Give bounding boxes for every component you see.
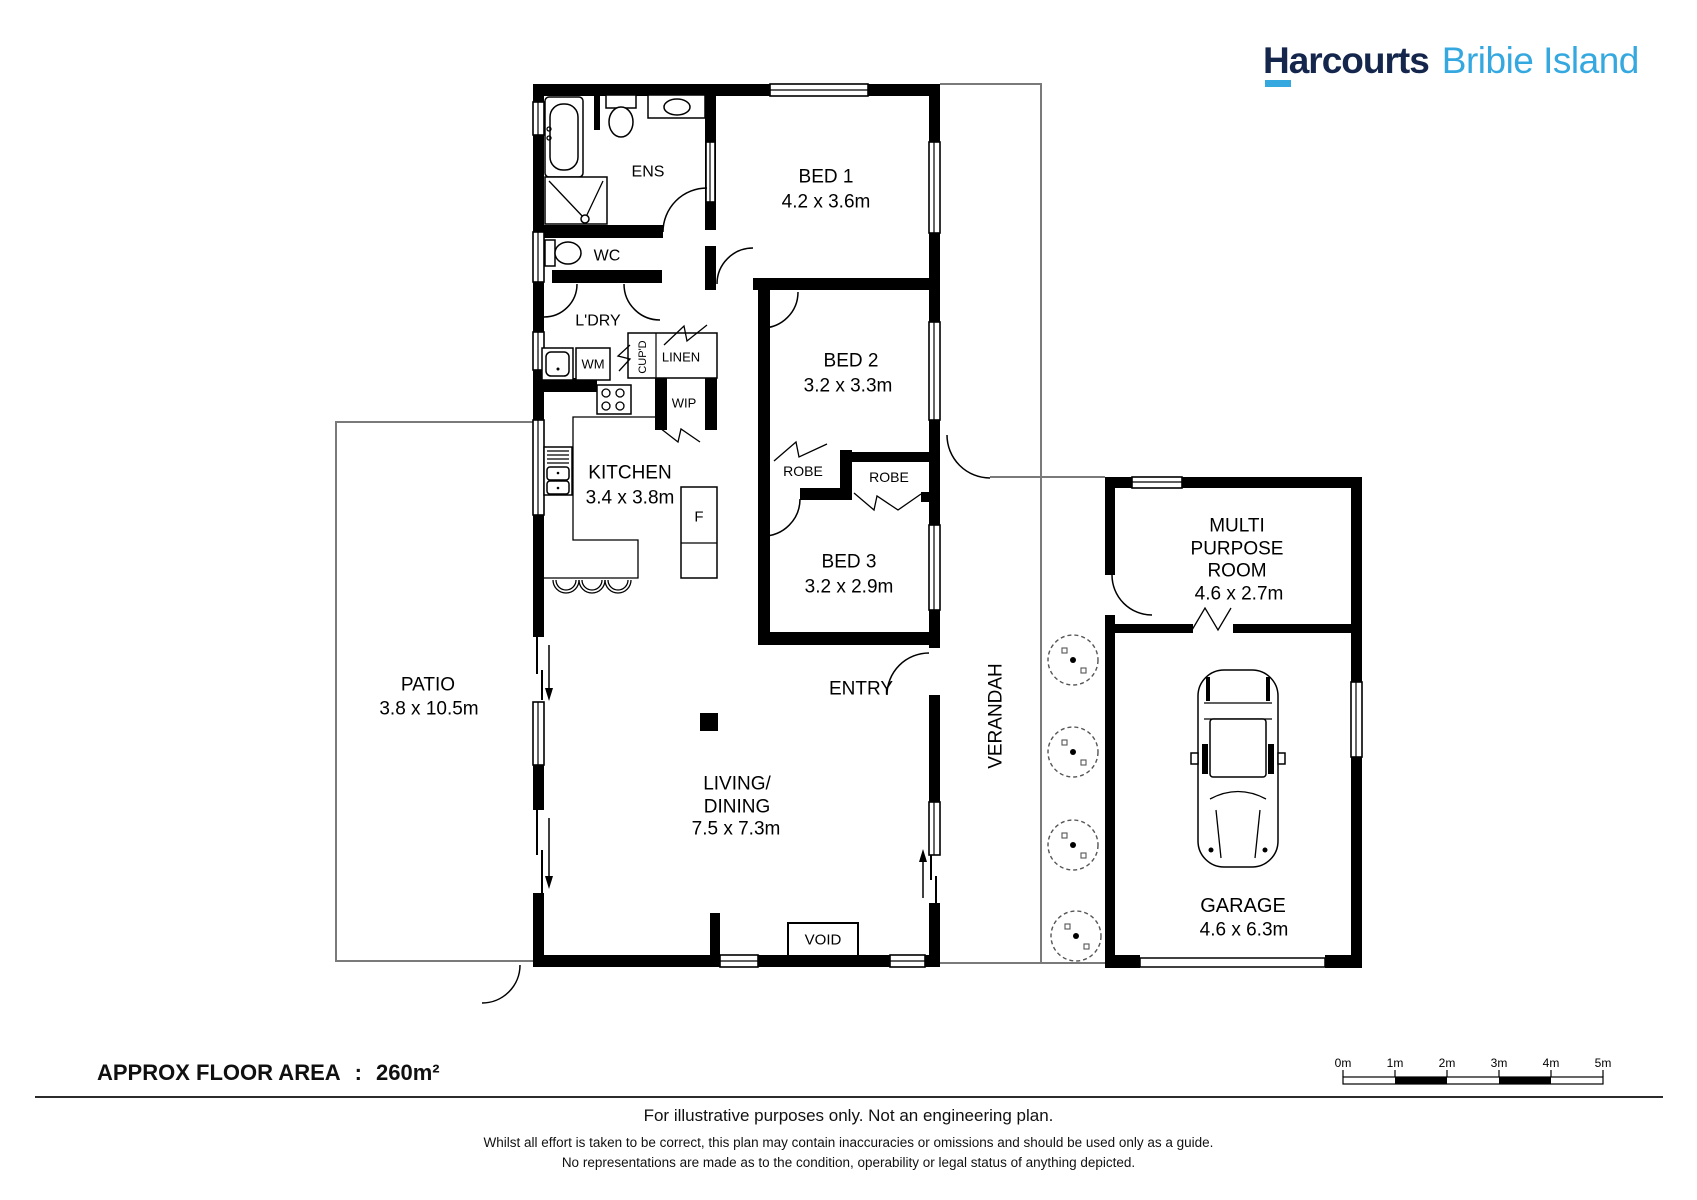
garage-dims: 4.6 x 6.3m [1200, 920, 1289, 941]
disclaimer: For illustrative purposes only. Not an e… [0, 1106, 1697, 1170]
patio-label: PATIO [401, 675, 455, 696]
scale-1m: 1m [1387, 1056, 1404, 1070]
mpr-label-2: PURPOSE [1191, 539, 1284, 560]
bed3-label: BED 3 [822, 552, 877, 573]
sliding-door-verandah [919, 849, 937, 903]
mpr-label-1: MULTI [1209, 516, 1265, 537]
walls [533, 84, 1362, 968]
wc-toilet-icon [544, 239, 582, 267]
bed2-label: BED 2 [824, 351, 879, 372]
garage-label: GARAGE [1200, 895, 1286, 917]
linen-label: LINEN [662, 350, 700, 365]
ldry-label: L'DRY [575, 313, 621, 330]
living-label-2: DINING [704, 797, 771, 818]
disclaimer-line-3: No representations are made as to the co… [561, 1155, 1136, 1170]
fridge-label: F [694, 509, 703, 526]
patio-dims: 3.8 x 10.5m [379, 699, 478, 720]
verandah-label: VERANDAH [986, 663, 1007, 769]
garage-door [1139, 957, 1326, 968]
washing-machine-icon [575, 347, 611, 381]
robe-bed2-label: ROBE [783, 463, 823, 479]
mpr-dims: 4.6 x 2.7m [1195, 584, 1284, 605]
scale-2m: 2m [1439, 1056, 1456, 1070]
shower-icon [544, 176, 608, 225]
ens-toilet-icon [605, 94, 637, 138]
laundry-tub-icon [541, 347, 574, 381]
scale-bar: 0m 1m 2m 3m 4m 5m [1335, 1056, 1612, 1085]
floor-area-label: APPROX FLOOR AREA [97, 1060, 341, 1085]
wm-label: WM [581, 357, 604, 372]
closet-block [627, 332, 718, 379]
door-arcs [481, 187, 1153, 1004]
scale-0m: 0m [1335, 1056, 1352, 1070]
void-box [787, 922, 859, 957]
scale-4m: 4m [1543, 1056, 1560, 1070]
floor-area-value: 260m² [375, 1060, 440, 1085]
room-labels: ENS WC L'DRY WM CUP'D LINEN WIP F BED 1 … [379, 164, 1288, 949]
kitchen-sink-icon [543, 446, 573, 496]
wip-label: WIP [672, 396, 697, 411]
cooktop-icon [596, 384, 632, 415]
fridge-icon [680, 486, 718, 579]
kitchen-counter [544, 416, 655, 579]
kitchen-dims: 3.4 x 3.8m [586, 488, 675, 509]
windows [532, 83, 1363, 968]
footer-divider [35, 1096, 1663, 1098]
sliding-door-patio-2 [536, 810, 553, 893]
living-label-1: LIVING/ [703, 774, 771, 795]
sliding-door-patio-1 [536, 637, 553, 701]
mpr-label-3: ROOM [1207, 561, 1266, 582]
ens-label: ENS [632, 164, 665, 181]
kitchen-label: KITCHEN [588, 463, 671, 484]
brand-logo: Harcourts Bribie Island [1263, 40, 1639, 82]
bed3-dims: 3.2 x 2.9m [805, 577, 894, 598]
car-icon [1190, 669, 1286, 868]
floor-area-summary: APPROX FLOOR AREA:260m² [97, 1060, 440, 1086]
robe-bed3-label: ROBE [869, 469, 909, 485]
logo-underline-bar [1265, 80, 1291, 87]
patio-outline [335, 421, 537, 962]
bathtub-icon [544, 96, 584, 178]
living-dims: 7.5 x 7.3m [692, 819, 781, 840]
tree-icons [1047, 634, 1102, 962]
verandah-outline [940, 83, 1105, 964]
brand-name: Harcourts [1263, 40, 1430, 81]
disclaimer-line-1: For illustrative purposes only. Not an e… [643, 1106, 1054, 1125]
wc-label: WC [594, 248, 621, 265]
bed2-dims: 3.2 x 3.3m [804, 376, 893, 397]
scale-5m: 5m [1595, 1056, 1612, 1070]
entry-label: ENTRY [829, 679, 893, 700]
scale-3m: 3m [1491, 1056, 1508, 1070]
zigzag-doors [616, 324, 1232, 632]
island-stools-icon [552, 579, 632, 594]
vanity-icon [647, 94, 706, 119]
cupd-label: CUP'D [637, 340, 649, 373]
void-label: VOID [805, 932, 842, 949]
disclaimer-line-2: Whilst all effort is taken to be correct… [483, 1135, 1214, 1150]
floor-area-separator: : [354, 1060, 362, 1085]
bed1-label: BED 1 [799, 167, 854, 188]
brand-region: Bribie Island [1441, 40, 1640, 81]
bed1-dims: 4.2 x 3.6m [782, 192, 871, 213]
